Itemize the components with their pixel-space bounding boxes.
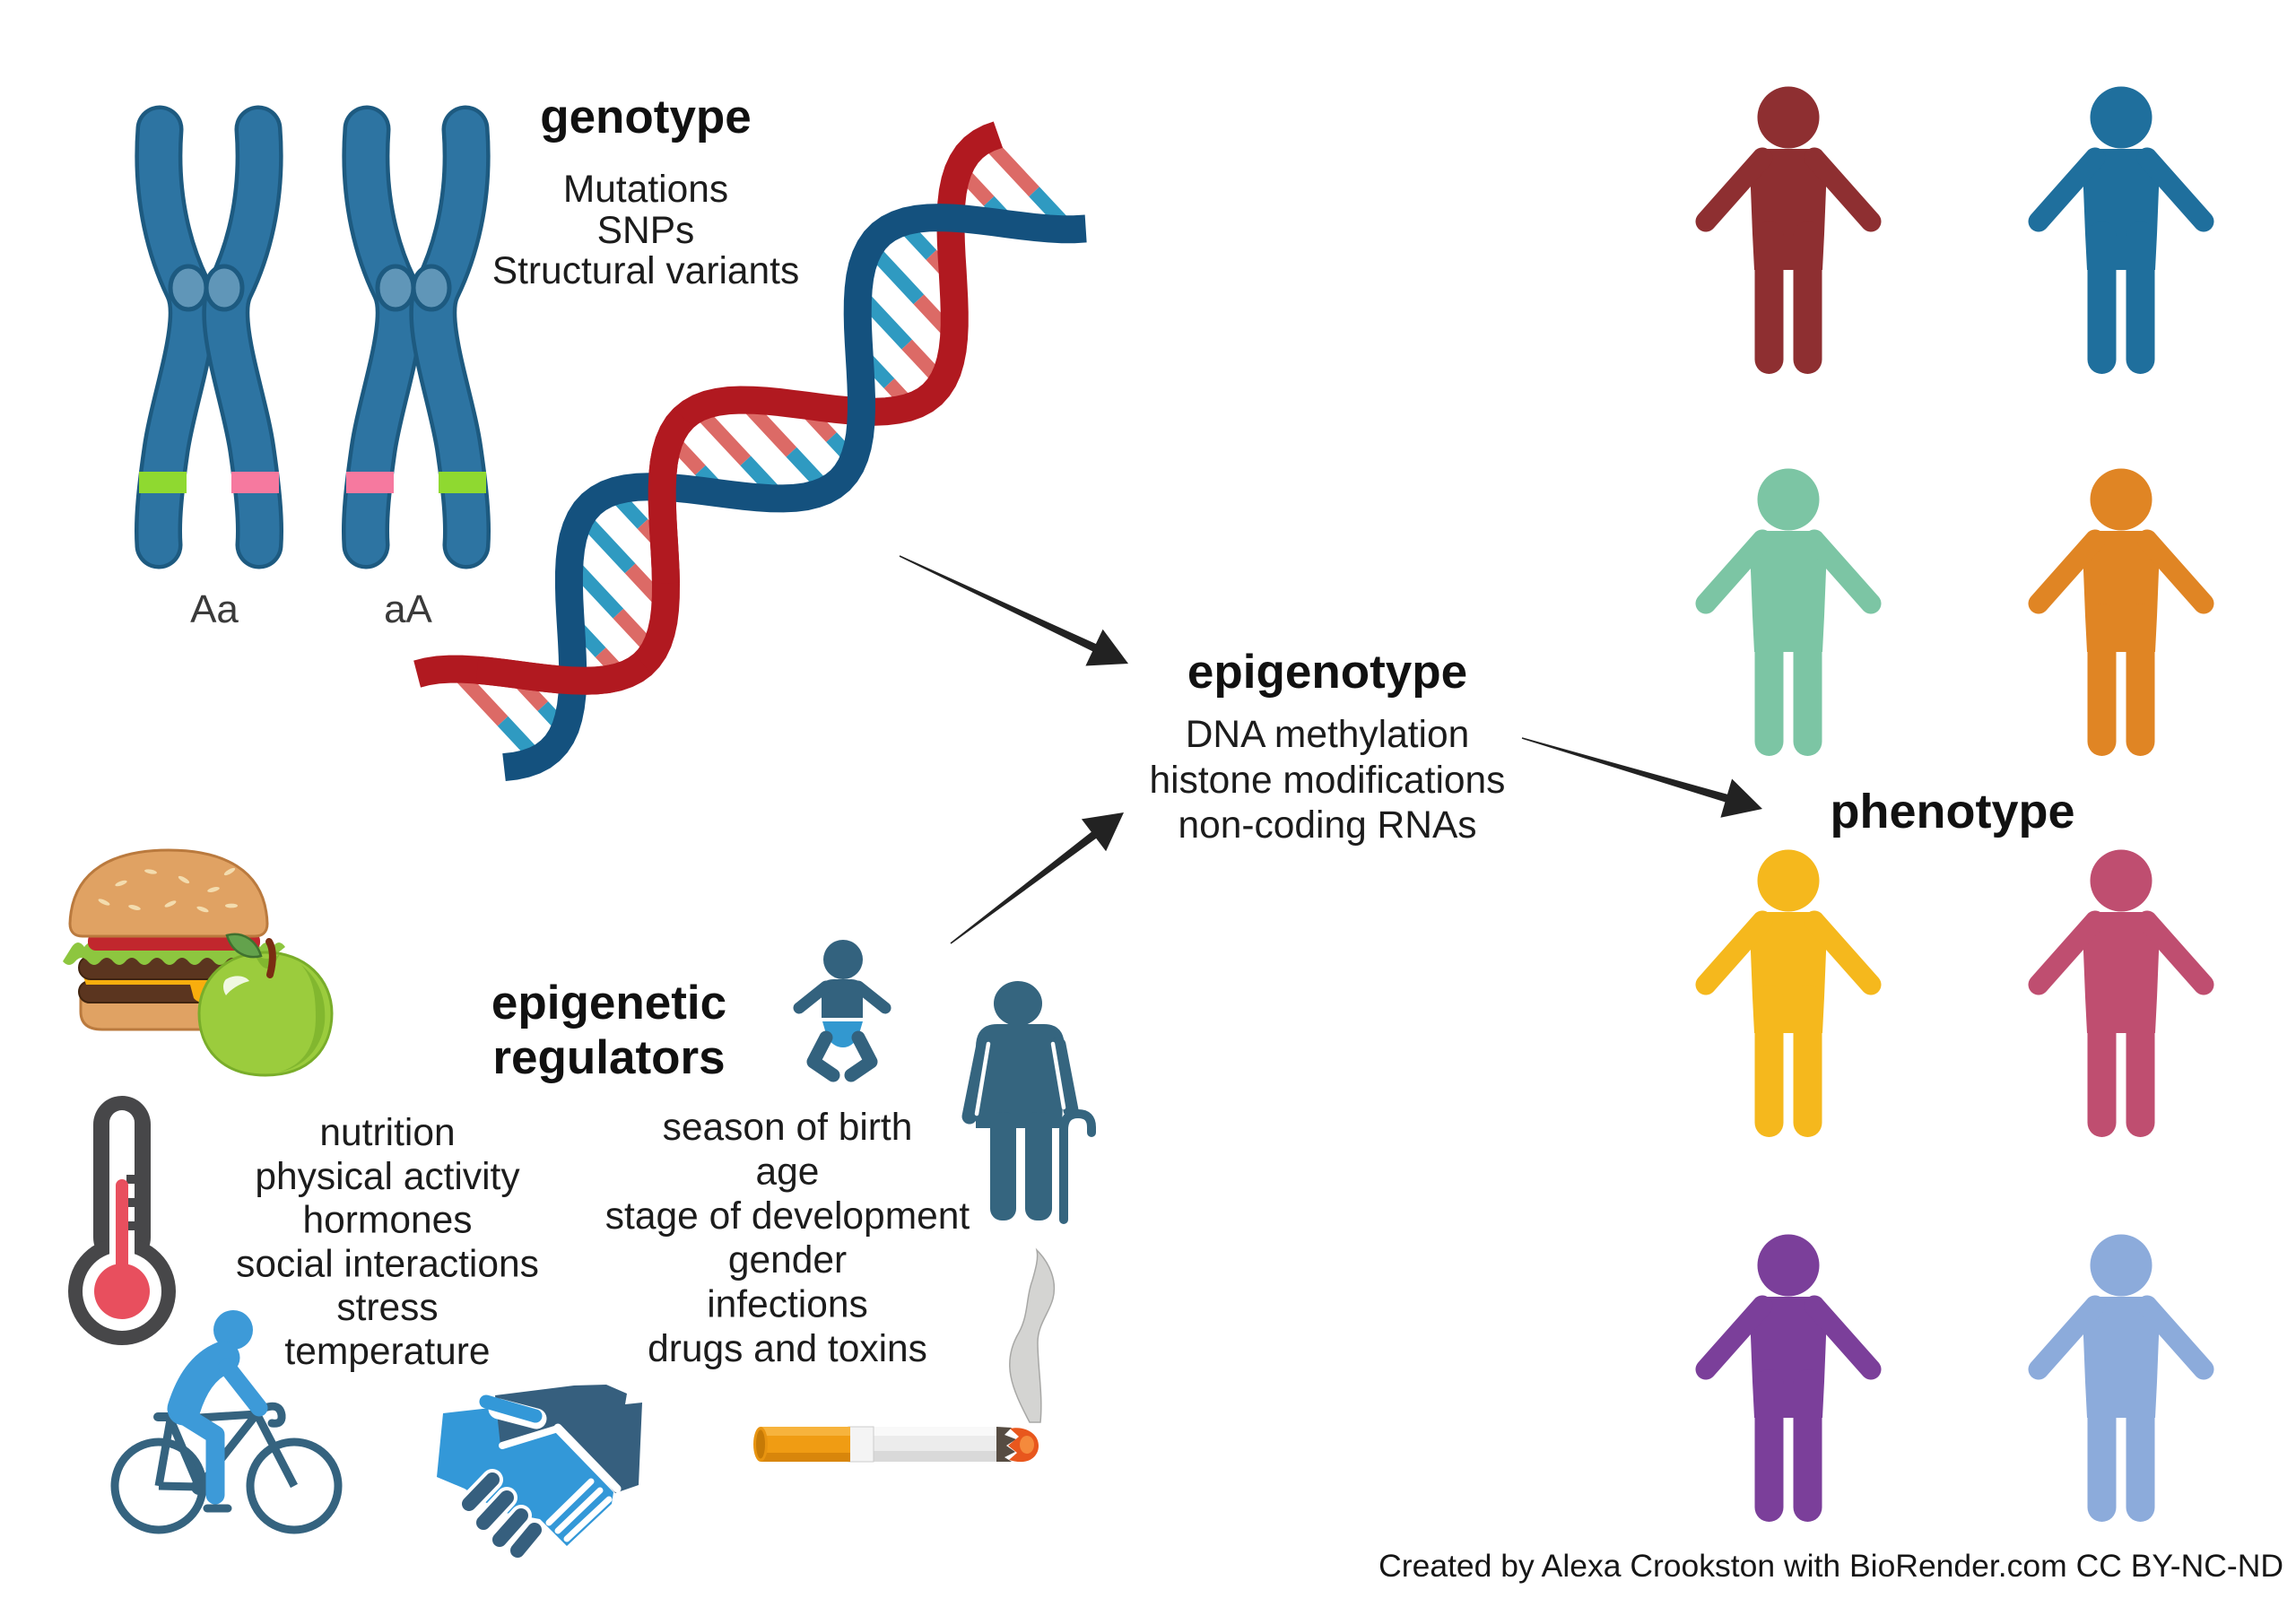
svg-text:nutrition: nutrition [319, 1112, 455, 1154]
svg-text:genotype: genotype [540, 91, 752, 143]
svg-text:drugs and toxins: drugs and toxins [648, 1328, 927, 1370]
svg-text:aA: aA [384, 587, 432, 631]
svg-text:infections: infections [707, 1284, 868, 1326]
svg-text:histone modifications: histone modifications [1150, 760, 1506, 802]
svg-text:epigenetic: epigenetic [491, 977, 726, 1029]
svg-text:stress: stress [336, 1287, 438, 1329]
svg-text:epigenotype: epigenotype [1187, 646, 1467, 699]
svg-text:temperature: temperature [284, 1331, 490, 1373]
svg-text:social interactions: social interactions [236, 1243, 539, 1285]
svg-text:Created by Alexa Crookston wit: Created by Alexa Crookston with BioRende… [1378, 1548, 2283, 1584]
svg-text:hormones: hormones [303, 1200, 473, 1242]
svg-text:SNPs: SNPs [597, 210, 695, 252]
svg-text:age: age [756, 1151, 820, 1193]
svg-text:season of birth: season of birth [663, 1107, 913, 1149]
svg-text:non-coding RNAs: non-coding RNAs [1178, 804, 1476, 847]
svg-text:phenotype: phenotype [1830, 785, 2074, 838]
svg-text:DNA methylation: DNA methylation [1186, 714, 1470, 756]
svg-text:gender: gender [728, 1239, 847, 1281]
svg-text:Structural variants: Structural variants [492, 250, 800, 292]
svg-text:Mutations: Mutations [563, 169, 728, 211]
svg-text:physical activity: physical activity [255, 1156, 520, 1198]
svg-text:Aa: Aa [190, 587, 239, 631]
svg-text:stage of development: stage of development [605, 1195, 970, 1238]
svg-text:regulators: regulators [492, 1031, 725, 1084]
